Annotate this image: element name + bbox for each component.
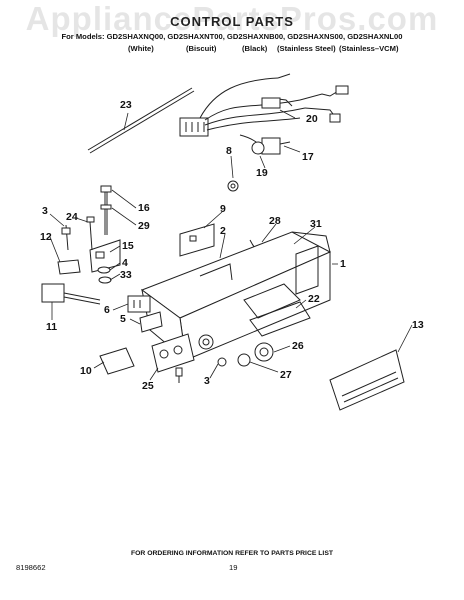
part-15-bracket bbox=[89, 239, 121, 273]
callout-5: 5 bbox=[120, 313, 126, 325]
color-variant-white: (White) bbox=[128, 44, 154, 53]
callout-16: 16 bbox=[138, 202, 150, 214]
callout-1: 1 bbox=[340, 258, 346, 270]
watermark: AppliancePartsPros.com bbox=[25, 0, 439, 37]
part-5-bracket bbox=[139, 311, 163, 333]
callout-12: 12 bbox=[40, 231, 52, 243]
callout-2: 2 bbox=[220, 225, 226, 237]
callout-25: 25 bbox=[142, 380, 154, 392]
callout-17: 17 bbox=[302, 151, 314, 163]
part-4-33-washer bbox=[97, 266, 112, 284]
callout-3-lower: 3 bbox=[204, 375, 210, 387]
callout-22: 22 bbox=[308, 293, 320, 305]
callout-3: 3 bbox=[42, 205, 48, 217]
part-3-screw-lower bbox=[175, 367, 183, 383]
callout-4: 4 bbox=[122, 257, 128, 269]
callout-23: 23 bbox=[120, 99, 132, 111]
part-27-button bbox=[217, 353, 251, 367]
part-3-screw bbox=[61, 224, 71, 251]
models-line: For Models: GD2SHAXNQ00, GD2SHAXNT00, GD… bbox=[61, 32, 403, 41]
part-20-wire-harness bbox=[179, 73, 349, 153]
page-number: 19 bbox=[229, 563, 238, 572]
callout-8: 8 bbox=[226, 145, 232, 157]
callout-27: 27 bbox=[280, 369, 292, 381]
color-variant-biscuit: (Biscuit) bbox=[186, 44, 217, 53]
part-26-knob bbox=[254, 342, 274, 362]
callout-33: 33 bbox=[120, 269, 132, 281]
callout-26: 26 bbox=[292, 340, 304, 352]
callout-9: 9 bbox=[220, 203, 226, 215]
callout-20: 20 bbox=[306, 113, 318, 125]
callout-19: 19 bbox=[256, 167, 268, 179]
callout-6: 6 bbox=[104, 304, 110, 316]
callout-13: 13 bbox=[412, 319, 424, 331]
document-number: 8198662 bbox=[16, 563, 46, 572]
part-17-lamp-socket bbox=[251, 137, 291, 155]
callout-31: 31 bbox=[310, 218, 322, 230]
part-13-cover bbox=[329, 349, 405, 411]
callout-15: 15 bbox=[122, 240, 134, 252]
leader-lines bbox=[49, 109, 413, 381]
callout-11: 11 bbox=[46, 321, 57, 333]
callout-29: 29 bbox=[138, 220, 150, 232]
part-25-control-plate bbox=[151, 333, 195, 373]
callout-28: 28 bbox=[269, 215, 281, 227]
part-6-connector bbox=[127, 295, 151, 313]
page-title: CONTROL PARTS bbox=[170, 14, 294, 29]
color-variant-black: (Black) bbox=[242, 44, 268, 53]
ordering-note: FOR ORDERING INFORMATION REFER TO PARTS … bbox=[130, 550, 334, 557]
part-8-grommet bbox=[227, 180, 239, 192]
part-24-screw bbox=[86, 216, 95, 251]
part-12-clip bbox=[57, 259, 81, 275]
part-10-clip bbox=[99, 347, 135, 375]
part-16-29-screw bbox=[100, 185, 112, 235]
callout-24: 24 bbox=[66, 211, 78, 223]
callout-10: 10 bbox=[80, 365, 92, 377]
part-11-thermostat bbox=[41, 283, 101, 305]
part-23-rod bbox=[87, 87, 195, 154]
part-9-bracket bbox=[179, 223, 215, 257]
color-variant-stainless-vcm: (Stainless–VCM) bbox=[339, 44, 399, 53]
color-variant-stainless-steel: (Stainless Steel) bbox=[277, 44, 336, 53]
